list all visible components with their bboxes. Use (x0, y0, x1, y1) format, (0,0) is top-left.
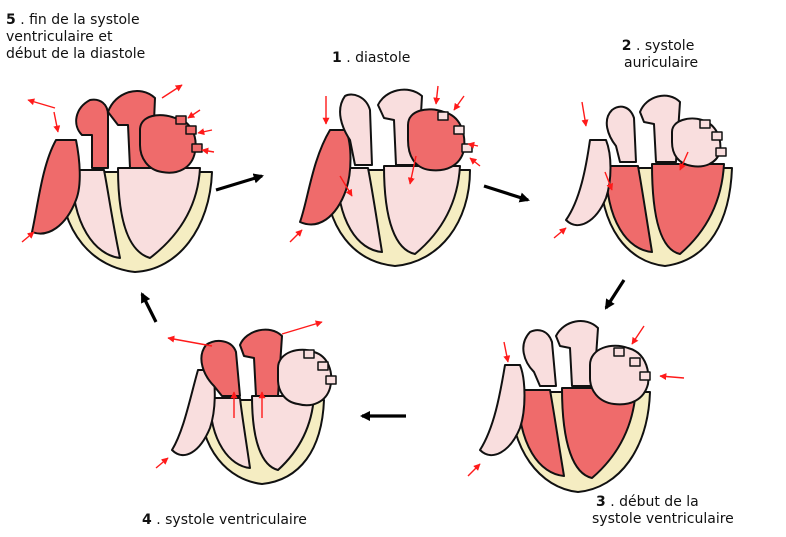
caption-line: fin de la systole (29, 12, 139, 28)
cycle-arrow-5-to-1 (216, 176, 262, 190)
heart-stage-2 (566, 96, 732, 266)
caption-line: systole (645, 38, 694, 54)
left-atrium (408, 109, 464, 170)
pulmonary-artery (523, 330, 556, 386)
pulmonary-vein (712, 132, 722, 140)
pulmonary-vein (438, 112, 448, 120)
stage-number: 2 (622, 38, 632, 54)
caption-line: diastole (355, 50, 410, 66)
left-atrium (672, 119, 720, 167)
stage-number: 1 (332, 50, 342, 66)
caption-line: systole ventriculaire (165, 512, 307, 528)
pulmonary-vein (326, 376, 336, 384)
caption-line: systole ventriculaire (592, 511, 734, 528)
pulmonary-vein (640, 372, 650, 380)
pulmonary-vein (454, 126, 464, 134)
caption-line: ventriculaire et (6, 29, 145, 46)
stage-number: 3 (596, 494, 606, 510)
pulmonary-vein (630, 358, 640, 366)
pulmonary-vein (304, 350, 314, 358)
pulmonary-artery (76, 100, 108, 168)
pulmonary-vein (318, 362, 328, 370)
caption-stage-1: 1 . diastole (332, 50, 410, 67)
stage-number: 4 (142, 512, 152, 528)
caption-stage-2: 2 . systole auriculaire (618, 38, 698, 72)
caption-stage-4: 4 . systole ventriculaire (142, 512, 307, 529)
cycle-arrow-4-to-5 (142, 294, 156, 322)
aorta (240, 330, 282, 396)
caption-stage-5: 5 . fin de la systole ventriculaire et d… (6, 12, 145, 63)
caption-stage-3: 3 . début de la systole ventriculaire (592, 494, 734, 528)
caption-line: auriculaire (618, 55, 698, 72)
pulmonary-vein (700, 120, 710, 128)
caption-line: début de la diastole (6, 46, 145, 63)
heart-stage-5 (32, 91, 212, 272)
left-atrium (140, 115, 196, 173)
right-atrium (566, 140, 611, 225)
pulmonary-vein (192, 144, 202, 152)
pulmonary-vein (614, 348, 624, 356)
caption-line: début de la (619, 494, 699, 510)
pulmonary-vein (176, 116, 186, 124)
cycle-arrow-1-to-2 (484, 186, 528, 200)
pulmonary-artery (607, 107, 636, 162)
stage-number: 5 (6, 12, 16, 28)
pulmonary-vein (716, 148, 726, 156)
pulmonary-vein (186, 126, 196, 134)
cycle-arrow-2-to-3 (606, 280, 624, 308)
heart-stage-4 (172, 330, 336, 484)
